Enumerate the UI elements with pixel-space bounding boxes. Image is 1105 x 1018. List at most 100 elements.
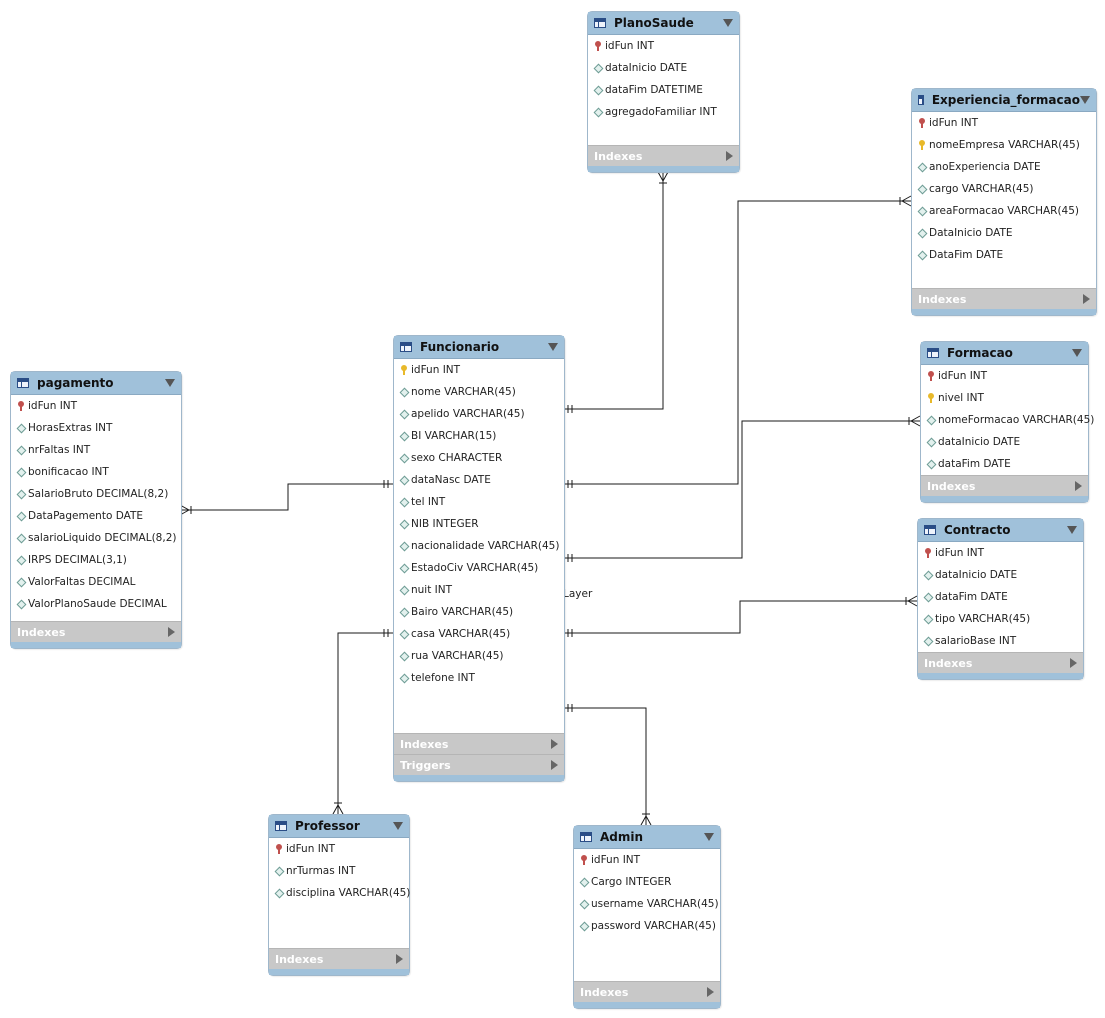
column-row[interactable]: idFun INT bbox=[269, 838, 409, 860]
collapse-arrow-icon[interactable] bbox=[1067, 526, 1077, 534]
column-row[interactable]: bonificacao INT bbox=[11, 461, 181, 483]
table-header[interactable]: Funcionario bbox=[394, 336, 564, 359]
column-row[interactable]: Cargo INTEGER bbox=[574, 871, 720, 893]
indexes-section[interactable]: Indexes bbox=[574, 981, 720, 1002]
column-row[interactable]: nrTurmas INT bbox=[269, 860, 409, 882]
column-row[interactable]: idFun INT bbox=[912, 112, 1096, 134]
column-label: NIB INTEGER bbox=[411, 518, 479, 530]
column-row[interactable]: EstadoCiv VARCHAR(45) bbox=[394, 557, 564, 579]
column-row[interactable]: tipo VARCHAR(45) bbox=[918, 608, 1083, 630]
column-row[interactable]: NIB INTEGER bbox=[394, 513, 564, 535]
column-row[interactable]: nome VARCHAR(45) bbox=[394, 381, 564, 403]
column-row[interactable]: ValorFaltas DECIMAL bbox=[11, 571, 181, 593]
column-row[interactable]: dataFim DATETIME bbox=[588, 79, 739, 101]
indexes-section[interactable]: Indexes bbox=[588, 145, 739, 166]
column-row[interactable]: dataInicio DATE bbox=[921, 431, 1088, 453]
table-header[interactable]: pagamento bbox=[11, 372, 181, 395]
column-row[interactable]: DataFim DATE bbox=[912, 244, 1096, 266]
column-row[interactable]: cargo VARCHAR(45) bbox=[912, 178, 1096, 200]
expand-arrow-icon[interactable] bbox=[551, 739, 558, 749]
column-row[interactable]: casa VARCHAR(45) bbox=[394, 623, 564, 645]
expand-arrow-icon[interactable] bbox=[396, 954, 403, 964]
column-row[interactable]: HorasExtras INT bbox=[11, 417, 181, 439]
column-row[interactable]: agregadoFamiliar INT bbox=[588, 101, 739, 123]
column-row[interactable]: IRPS DECIMAL(3,1) bbox=[11, 549, 181, 571]
column-row[interactable]: nuit INT bbox=[394, 579, 564, 601]
expand-arrow-icon[interactable] bbox=[726, 151, 733, 161]
column-row[interactable]: idFun INT bbox=[574, 849, 720, 871]
column-row[interactable]: dataInicio DATE bbox=[588, 57, 739, 79]
table-title: Formacao bbox=[947, 346, 1013, 360]
column-row[interactable]: apelido VARCHAR(45) bbox=[394, 403, 564, 425]
collapse-arrow-icon[interactable] bbox=[1080, 96, 1090, 104]
column-label: dataInicio DATE bbox=[938, 436, 1021, 448]
column-row[interactable]: DataPagemento DATE bbox=[11, 505, 181, 527]
column-row[interactable]: password VARCHAR(45) bbox=[574, 915, 720, 937]
column-row[interactable]: nomeFormacao VARCHAR(45) bbox=[921, 409, 1094, 431]
column-row[interactable]: disciplina VARCHAR(45) bbox=[269, 882, 410, 904]
column-row[interactable]: Bairo VARCHAR(45) bbox=[394, 601, 564, 623]
column-row[interactable]: areaFormacao VARCHAR(45) bbox=[912, 200, 1096, 222]
collapse-arrow-icon[interactable] bbox=[1072, 349, 1082, 357]
collapse-arrow-icon[interactable] bbox=[548, 343, 558, 351]
indexes-section[interactable]: Indexes bbox=[394, 733, 564, 754]
column-row[interactable]: dataFim DATE bbox=[921, 453, 1088, 475]
column-row[interactable]: username VARCHAR(45) bbox=[574, 893, 720, 915]
column-row[interactable]: SalarioBruto DECIMAL(8,2) bbox=[11, 483, 181, 505]
collapse-arrow-icon[interactable] bbox=[723, 19, 733, 27]
expand-arrow-icon[interactable] bbox=[707, 987, 714, 997]
expand-arrow-icon[interactable] bbox=[1070, 658, 1077, 668]
column-row[interactable]: nomeEmpresa VARCHAR(45) bbox=[912, 134, 1096, 156]
expand-arrow-icon[interactable] bbox=[551, 760, 558, 770]
column-row[interactable]: idFun INT bbox=[921, 365, 1088, 387]
indexes-section[interactable]: Indexes bbox=[11, 621, 181, 642]
expand-arrow-icon[interactable] bbox=[1083, 294, 1090, 304]
column-row[interactable]: nacionalidade VARCHAR(45) bbox=[394, 535, 564, 557]
table-header[interactable]: Experiencia_formacao bbox=[912, 89, 1096, 112]
column-row[interactable]: dataInicio DATE bbox=[918, 564, 1083, 586]
column-row[interactable]: nivel INT bbox=[921, 387, 1088, 409]
column-row[interactable]: sexo CHARACTER bbox=[394, 447, 564, 469]
column-row[interactable]: salarioBase INT bbox=[918, 630, 1083, 652]
triggers-section[interactable]: Triggers bbox=[394, 754, 564, 775]
indexes-section[interactable]: Indexes bbox=[918, 652, 1083, 673]
indexes-section[interactable]: Indexes bbox=[912, 288, 1096, 309]
column-row[interactable]: tel INT bbox=[394, 491, 564, 513]
indexes-section[interactable]: Indexes bbox=[269, 948, 409, 969]
collapse-arrow-icon[interactable] bbox=[393, 822, 403, 830]
column-row[interactable]: idFun INT bbox=[394, 359, 564, 381]
column-row[interactable]: nrFaltas INT bbox=[11, 439, 181, 461]
collapse-arrow-icon[interactable] bbox=[704, 833, 714, 841]
table-header[interactable]: Contracto bbox=[918, 519, 1083, 542]
column-diamond-icon bbox=[924, 614, 932, 624]
table-header[interactable]: Professor bbox=[269, 815, 409, 838]
primary-key-icon bbox=[924, 548, 932, 558]
column-row[interactable]: dataNasc DATE bbox=[394, 469, 564, 491]
column-row[interactable]: telefone INT bbox=[394, 667, 564, 689]
expand-arrow-icon[interactable] bbox=[168, 627, 175, 637]
collapse-arrow-icon[interactable] bbox=[165, 379, 175, 387]
expand-arrow-icon[interactable] bbox=[1075, 481, 1082, 491]
column-row[interactable]: dataFim DATE bbox=[918, 586, 1083, 608]
column-row[interactable]: salarioLiquido DECIMAL(8,2) bbox=[11, 527, 181, 549]
column-row[interactable]: ValorPlanoSaude DECIMAL bbox=[11, 593, 181, 615]
column-row[interactable]: anoExperiencia DATE bbox=[912, 156, 1096, 178]
column-row[interactable]: rua VARCHAR(45) bbox=[394, 645, 564, 667]
indexes-section[interactable]: Indexes bbox=[921, 475, 1088, 496]
table-header[interactable]: Formacao bbox=[921, 342, 1088, 365]
table-header[interactable]: Admin bbox=[574, 826, 720, 849]
column-row[interactable]: idFun INT bbox=[588, 35, 739, 57]
table-header[interactable]: PlanoSaude bbox=[588, 12, 739, 35]
column-row[interactable]: BI VARCHAR(15) bbox=[394, 425, 564, 447]
column-row[interactable]: DataInicio DATE bbox=[912, 222, 1096, 244]
column-row[interactable]: idFun INT bbox=[11, 395, 181, 417]
column-row[interactable]: idFun INT bbox=[918, 542, 1083, 564]
